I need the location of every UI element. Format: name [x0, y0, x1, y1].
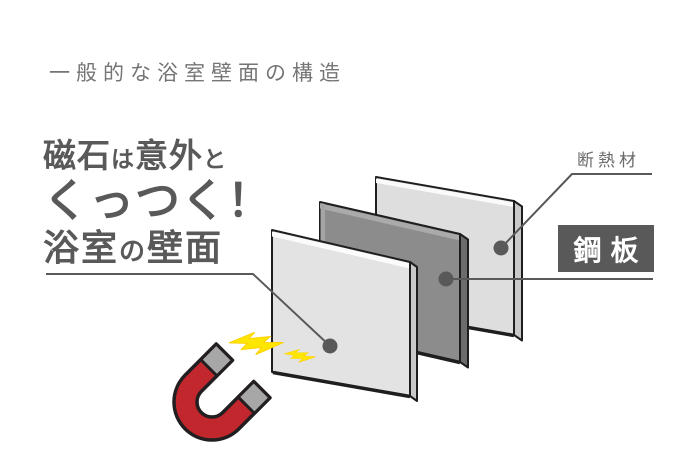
headline-line1-seg: 磁石 [43, 139, 111, 175]
lightning-icon [228, 331, 316, 363]
headline-line3: 浴室の壁面 [43, 230, 273, 266]
bathroom-wall-panel [271, 229, 418, 402]
headline-line1-seg: 意外 [135, 139, 203, 175]
headline: 磁石は意外と くっつく！ 浴室の壁面 [43, 141, 274, 267]
insulation-label: 断熱材 [577, 151, 640, 170]
headline-line3-seg: 浴室 [43, 228, 120, 268]
steel-plate-dot [438, 271, 454, 287]
page-title: 一般的な浴室壁面の構造 [49, 62, 346, 85]
leader-line-wall-surface [46, 273, 331, 347]
headline-line2: くっつく！ [43, 176, 274, 226]
steel-plate-label-box: 鋼板 [558, 225, 654, 272]
steel-plate-label: 鋼板 [573, 234, 648, 266]
leader-line-insulation [500, 173, 652, 249]
headline-line3-seg: の [119, 237, 148, 266]
headline-line1: 磁石は意外と [43, 141, 273, 174]
magnet-icon [172, 342, 272, 442]
insulation-dot [493, 240, 509, 256]
wall-surface-dot [322, 338, 338, 354]
headline-line1-seg: は [111, 147, 135, 172]
headline-line1-seg: と [203, 147, 227, 172]
headline-line3-seg: 壁面 [147, 228, 224, 268]
